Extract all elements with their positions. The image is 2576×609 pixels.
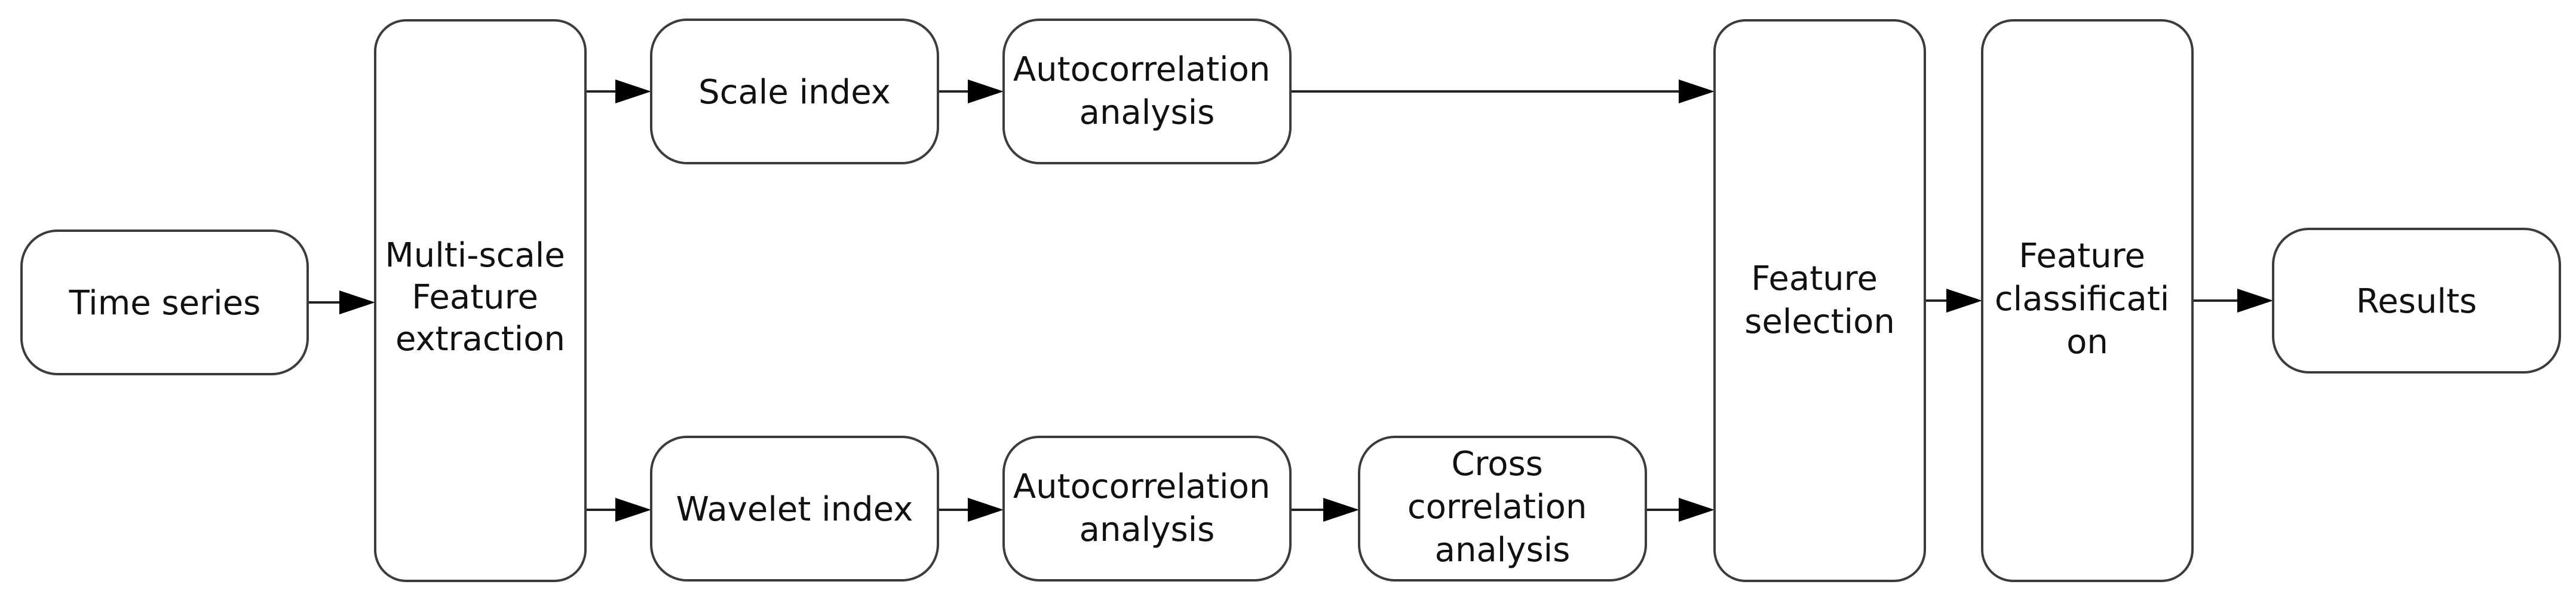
node-label: Time series — [69, 284, 261, 323]
arrowhead — [1679, 498, 1715, 522]
node-box — [1002, 436, 1292, 582]
node-box — [650, 19, 939, 164]
node-autocorrelation-top: Autocorrelation analysis — [1002, 19, 1292, 164]
arrowhead — [1946, 289, 1982, 313]
arrowhead — [968, 498, 1004, 522]
node-box — [1002, 19, 1292, 164]
node-label: Cross correlation analysis — [1407, 445, 1597, 570]
arrowhead — [615, 79, 651, 103]
node-feature-selection: Feature selection — [1713, 19, 1926, 582]
node-label: Feature classificati on — [1995, 237, 2180, 362]
node-label: Results — [2356, 282, 2477, 321]
node-box — [650, 436, 939, 582]
node-time-series: Time series — [20, 229, 309, 375]
node-label: Multi-scale Feature extraction — [385, 236, 575, 359]
node-label: Autocorrelation analysis — [1013, 467, 1281, 549]
node-wavelet-index: Wavelet index — [650, 436, 939, 582]
arrowhead — [968, 79, 1004, 103]
node-box — [1981, 19, 2194, 582]
arrowhead — [339, 290, 375, 314]
node-scale-index: Scale index — [650, 19, 939, 164]
arrowhead — [2237, 289, 2273, 313]
node-box — [2272, 228, 2561, 374]
node-box — [1713, 19, 1926, 582]
node-box — [1358, 436, 1647, 582]
node-multiscale-feature-extraction: Multi-scale Feature extraction — [374, 19, 587, 582]
node-label: Wavelet index — [676, 490, 913, 529]
node-label: Scale index — [698, 73, 891, 112]
node-cross-correlation: Cross correlation analysis — [1358, 436, 1647, 582]
node-box — [374, 19, 587, 582]
node-label: Feature selection — [1744, 259, 1895, 341]
node-results: Results — [2272, 228, 2561, 374]
node-autocorrelation-bottom: Autocorrelation analysis — [1002, 436, 1292, 582]
edges — [308, 79, 2273, 522]
node-feature-classification: Feature classificati on — [1981, 19, 2194, 582]
node-label: Autocorrelation analysis — [1013, 50, 1281, 132]
node-box — [20, 229, 309, 375]
arrowhead — [1323, 498, 1359, 522]
arrowhead — [615, 498, 651, 522]
arrowhead — [1679, 79, 1715, 103]
